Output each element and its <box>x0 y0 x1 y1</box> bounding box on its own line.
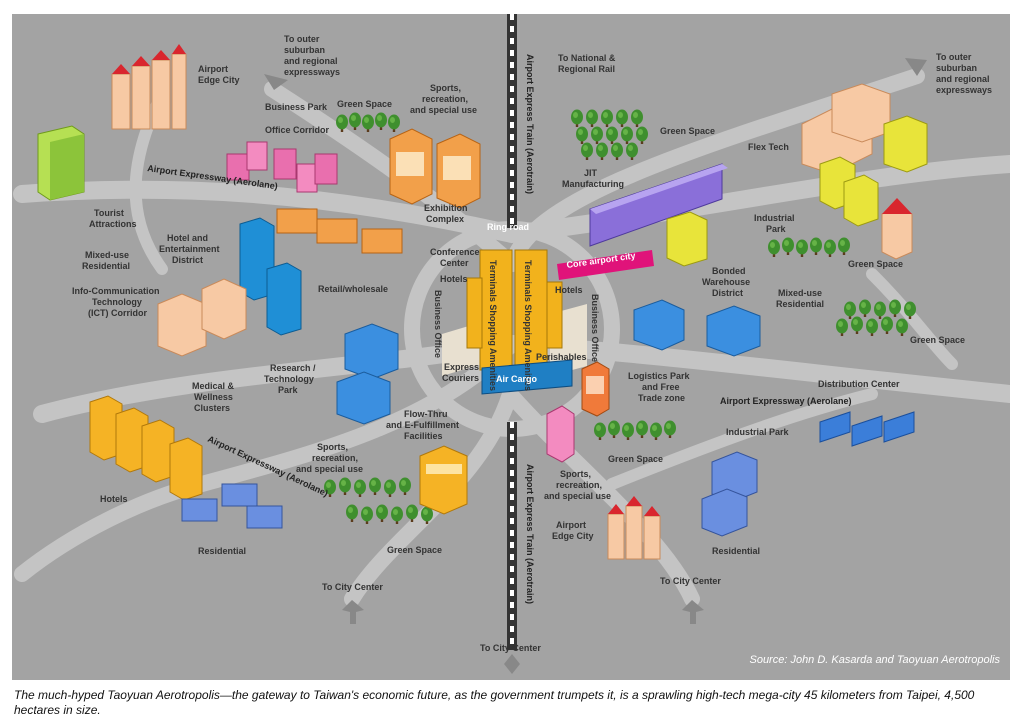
air-cargo-label: Air Cargo <box>496 374 538 384</box>
label-hotels-sw: Hotels <box>100 494 128 504</box>
green-tower-nw <box>37 125 85 201</box>
core-terminals <box>442 249 654 395</box>
logistics-building <box>581 361 610 417</box>
arrow-down-se-icon <box>682 600 704 624</box>
label-sports-sw: Sports,recreation,and special use <box>296 442 363 474</box>
label-retail-wholesale: Retail/wholesale <box>318 284 388 294</box>
arrow-ne-icon <box>905 58 927 76</box>
sports-n-buildings <box>389 128 481 209</box>
label-sports-n: Sports,recreation,and special use <box>410 83 477 115</box>
figure-caption: The much-hyped Taoyuan Aerotropolis—the … <box>14 688 975 717</box>
air-cargo-building <box>481 359 573 395</box>
source-credit: Source: John D. Kasarda and Taoyuan Aero… <box>749 654 1000 666</box>
road-label-train-s: Airport Express Train (Aerotrain) <box>525 464 535 604</box>
label-to-national-rail: To National &Regional Rail <box>558 53 616 74</box>
residential-se-buildings <box>701 451 758 537</box>
residential-sw-buildings <box>181 483 283 529</box>
label-distribution-center: Distribution Center <box>818 379 900 389</box>
edge-city-nw-building <box>111 44 187 130</box>
label-perishables: Perishables <box>536 352 587 362</box>
medical-buildings <box>89 395 203 501</box>
label-green-space-n: Green Space <box>337 99 392 109</box>
label-business-office-w: Business Office <box>433 290 443 358</box>
label-business-office-e: Business Office <box>590 294 600 362</box>
arrow-nw-icon <box>264 74 288 90</box>
hotel-entertainment-buildings <box>276 208 403 254</box>
railway-track <box>507 14 517 650</box>
industrial-park-ne-buildings <box>666 156 913 267</box>
label-office-corridor: Office Corridor <box>265 125 330 135</box>
label-to-city-center-sw: To City Center <box>322 582 383 592</box>
core-airport-city-banner <box>557 250 654 280</box>
research-tech-buildings <box>336 323 399 425</box>
flex-tech-buildings <box>801 83 928 175</box>
label-to-city-center-se: To City Center <box>660 576 721 586</box>
label-green-space-ne: Green Space <box>660 126 715 136</box>
road-label-expressway-e: Airport Expressway (Aerolane) <box>720 396 852 406</box>
distribution-center-buildings <box>819 411 915 447</box>
terminal-2-label: Terminals Shopping Amenities <box>523 260 533 391</box>
label-business-park: Business Park <box>265 102 328 112</box>
ict-corridor-buildings <box>157 278 247 357</box>
label-industrial-park-e: Industrial Park <box>726 427 790 437</box>
label-hotels-core-e: Hotels <box>555 285 583 295</box>
label-to-city-center-bottom: To City Center <box>480 643 541 653</box>
terminal-building-2 <box>514 249 548 371</box>
arrow-down-sw-icon <box>342 600 364 624</box>
road-label-train-n: Airport Express Train (Aerotrain) <box>525 54 535 194</box>
label-ring-road: Ring road <box>487 222 529 232</box>
label-sports-se: Sports,recreation,and special use <box>544 469 611 501</box>
bonded-warehouse-buildings <box>633 299 761 357</box>
terminal-building-1 <box>479 249 513 371</box>
sports-se-building <box>546 405 575 463</box>
jit-manufacturing-buildings <box>589 163 728 247</box>
label-residential-sw: Residential <box>198 546 246 556</box>
label-hotels-core-w: Hotels <box>440 274 468 284</box>
label-green-space-se: Green Space <box>608 454 663 464</box>
arrows <box>264 58 927 674</box>
label-green-space-s: Green Space <box>387 545 442 555</box>
buildings <box>37 44 928 560</box>
label-flex-tech: Flex Tech <box>748 142 789 152</box>
label-green-space-e1: Green Space <box>848 259 903 269</box>
terminal-1-label: Terminals Shopping Amenities <box>488 260 498 391</box>
arrow-down-center-icon <box>504 654 520 674</box>
label-residential-se: Residential <box>712 546 760 556</box>
edge-city-s-buildings <box>607 496 661 560</box>
office-corridor-buildings <box>226 141 338 193</box>
label-green-space-e2: Green Space <box>910 335 965 345</box>
flow-thru-building <box>419 445 468 515</box>
